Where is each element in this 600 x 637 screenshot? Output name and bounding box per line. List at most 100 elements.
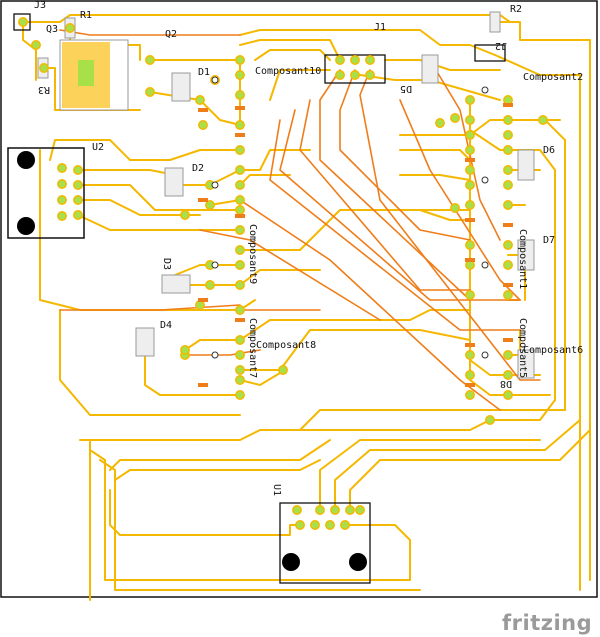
- label-r1: R1: [80, 10, 92, 21]
- pad: [465, 115, 475, 125]
- smd-pad: [503, 103, 513, 107]
- pad: [235, 165, 245, 175]
- pad: [235, 205, 245, 215]
- u2-body: [7, 147, 85, 239]
- pad: [465, 370, 475, 380]
- smd-pad: [503, 223, 513, 227]
- pad: [503, 370, 513, 380]
- pad: [39, 63, 49, 73]
- label-composant7: Composant7: [247, 318, 258, 378]
- pad: [465, 95, 475, 105]
- label-d5: D5: [400, 83, 412, 94]
- pad: [235, 225, 245, 235]
- label-composant8: Composant8: [256, 340, 316, 351]
- pad: [325, 520, 335, 530]
- via: [481, 351, 489, 359]
- label-composant6: Composant6: [523, 345, 583, 356]
- pad: [465, 350, 475, 360]
- pad: [465, 390, 475, 400]
- pad: [235, 245, 245, 255]
- label-d6: D6: [543, 145, 555, 156]
- top-layer-traces: [22, 14, 591, 601]
- pad: [235, 90, 245, 100]
- pad: [310, 520, 320, 530]
- smd-pad: [198, 198, 208, 202]
- pad: [73, 165, 83, 175]
- pad: [485, 415, 495, 425]
- via: [211, 351, 219, 359]
- smd-pad: [198, 383, 208, 387]
- via: [211, 181, 219, 189]
- pad: [73, 195, 83, 205]
- pad: [205, 200, 215, 210]
- pad: [465, 200, 475, 210]
- pad: [365, 70, 375, 80]
- pad: [235, 365, 245, 375]
- pad: [198, 120, 208, 130]
- via: [211, 76, 219, 84]
- pad: [538, 115, 548, 125]
- label-j3: J3: [34, 0, 46, 11]
- pad: [57, 163, 67, 173]
- pad: [235, 375, 245, 385]
- mounting-holes: [17, 151, 367, 571]
- label-q2: Q2: [165, 29, 177, 40]
- label-composant1: Composant1: [517, 229, 528, 289]
- smd-pad: [503, 283, 513, 287]
- pad: [180, 345, 190, 355]
- label-composant10: Composant10: [255, 66, 321, 77]
- pad: [73, 180, 83, 190]
- pad: [503, 390, 513, 400]
- component-labels: J3 R1 Q3 R3 Q2 D1 Composant10 J1 D5 J2 R…: [34, 0, 583, 496]
- pad: [73, 210, 83, 220]
- label-r3: R3: [38, 84, 50, 95]
- pad: [335, 70, 345, 80]
- pad: [503, 145, 513, 155]
- pad: [235, 305, 245, 315]
- pad: [503, 115, 513, 125]
- pad: [503, 260, 513, 270]
- pad: [18, 17, 28, 27]
- pad: [235, 70, 245, 80]
- pad: [465, 145, 475, 155]
- pad: [195, 300, 205, 310]
- pad: [195, 95, 205, 105]
- pad: [145, 87, 155, 97]
- pad: [205, 280, 215, 290]
- label-d2: D2: [192, 163, 204, 174]
- pad: [503, 130, 513, 140]
- component-outlines: [7, 11, 535, 584]
- pad: [345, 505, 355, 515]
- label-composant9: Composant9: [247, 224, 258, 284]
- smd-pad: [235, 318, 245, 322]
- label-d4: D4: [160, 320, 172, 331]
- smd-pad: [235, 106, 245, 110]
- smd-pad: [503, 338, 513, 342]
- pad: [295, 520, 305, 530]
- pad: [450, 113, 460, 123]
- pad: [503, 165, 513, 175]
- label-u1: U1: [271, 484, 282, 496]
- label-u2: U2: [92, 142, 104, 153]
- pad: [503, 200, 513, 210]
- pad: [435, 118, 445, 128]
- via: [481, 261, 489, 269]
- smd-pad: [235, 214, 245, 218]
- label-d1: D1: [198, 67, 210, 78]
- pad: [235, 180, 245, 190]
- pad: [145, 55, 155, 65]
- pad: [503, 95, 513, 105]
- via: [211, 261, 219, 269]
- pad: [503, 350, 513, 360]
- pad: [503, 240, 513, 250]
- pad: [235, 120, 245, 130]
- pad: [235, 335, 245, 345]
- pad: [65, 23, 75, 33]
- label-d7: D7: [543, 235, 555, 246]
- pad: [292, 505, 302, 515]
- pad: [503, 180, 513, 190]
- smd-pad: [465, 258, 475, 262]
- pads: [18, 17, 548, 530]
- pad: [235, 280, 245, 290]
